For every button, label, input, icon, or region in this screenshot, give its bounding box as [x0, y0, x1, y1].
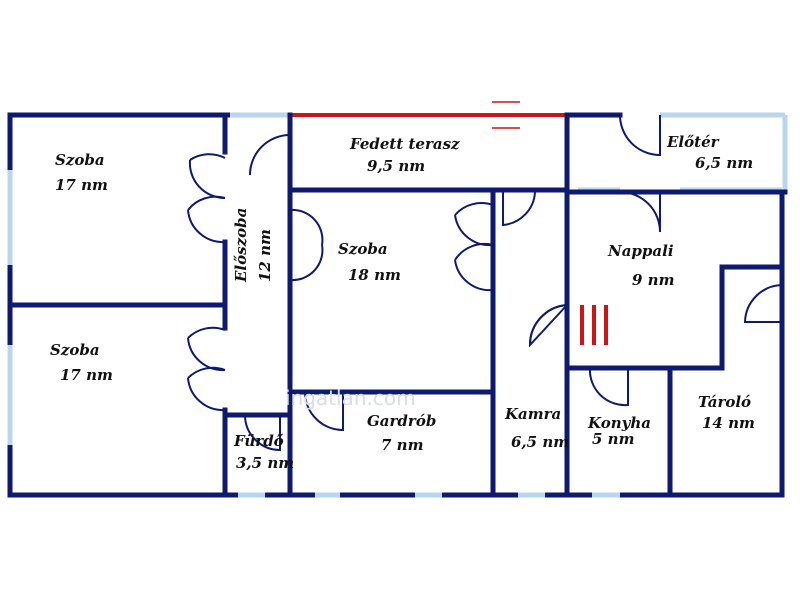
room-name: Konyha	[587, 414, 651, 432]
room-name: Fedett terasz	[349, 135, 460, 153]
room-name: Szoba	[50, 341, 100, 359]
room-name: Tároló	[698, 393, 751, 411]
room-furdo: Fürdő 3,5 nm	[233, 432, 294, 472]
room-szoba-top-left: Szoba 17 nm	[55, 151, 108, 194]
room-area: 6,5 nm	[695, 154, 753, 172]
room-name: Fürdő	[233, 432, 284, 450]
room-fedett-terasz: Fedett terasz 9,5 nm	[349, 135, 460, 175]
doors	[187, 114, 783, 452]
room-area: 14 nm	[702, 414, 755, 432]
room-szoba-center: Szoba 18 nm	[338, 240, 401, 284]
fireplace-marker	[580, 305, 608, 345]
room-tarolo: Tároló 14 nm	[698, 393, 755, 432]
room-area: 17 nm	[60, 366, 113, 384]
room-eloszoba: Előszoba 12 nm	[232, 208, 274, 283]
room-name: Nappali	[607, 242, 674, 260]
room-nappali: Nappali 9 nm	[607, 242, 674, 289]
room-kamra: Kamra 6,5 nm	[504, 405, 569, 451]
room-name: Előszoba	[232, 208, 250, 283]
room-area: 12 nm	[256, 229, 274, 282]
room-name: Szoba	[55, 151, 105, 169]
room-area: 9 nm	[632, 271, 674, 289]
terrace-steps-marker	[492, 101, 520, 129]
room-area: 6,5 nm	[511, 433, 569, 451]
room-name: Előtér	[666, 133, 720, 151]
room-name: Szoba	[338, 240, 388, 258]
room-area: 5 nm	[592, 430, 634, 448]
room-area: 7 nm	[381, 436, 423, 454]
room-konyha: Konyha 5 nm	[587, 414, 651, 448]
room-area: 18 nm	[348, 266, 401, 284]
watermark: ingatlan.com	[285, 386, 416, 410]
room-gardrob: Gardrób 7 nm	[367, 412, 436, 454]
room-szoba-bottom-left: Szoba 17 nm	[50, 341, 113, 384]
room-area: 17 nm	[55, 176, 108, 194]
room-eloter: Előtér 6,5 nm	[666, 133, 753, 172]
room-area: 3,5 nm	[236, 454, 294, 472]
room-area: 9,5 nm	[367, 157, 425, 175]
room-name: Gardrób	[367, 412, 436, 430]
room-name: Kamra	[504, 405, 561, 423]
